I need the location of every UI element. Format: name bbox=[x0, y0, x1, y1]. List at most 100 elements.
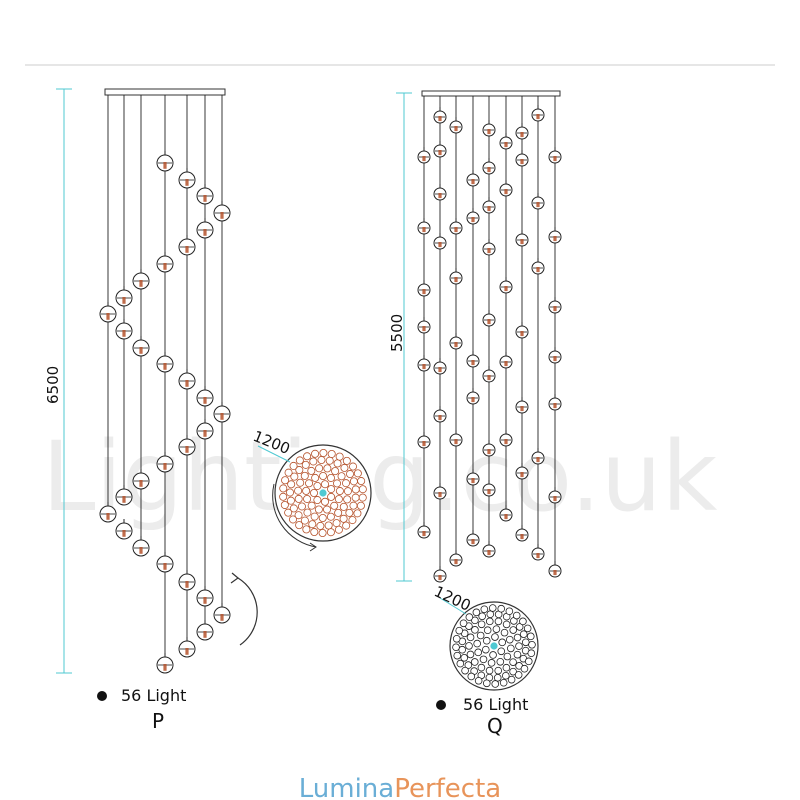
pendant-globe bbox=[515, 230, 529, 247]
pendant-globe bbox=[449, 550, 463, 567]
pendant-globe bbox=[178, 435, 196, 456]
pendant-globe bbox=[531, 258, 545, 275]
height-label-q: 5500 bbox=[388, 314, 406, 352]
pendant-globe bbox=[196, 586, 214, 607]
pendant-globe bbox=[548, 394, 562, 411]
pendant-globe bbox=[482, 440, 496, 457]
pendant-globe bbox=[433, 566, 447, 583]
pendant-globe bbox=[417, 522, 431, 539]
pendant-globe bbox=[548, 297, 562, 314]
bullet-icon-q bbox=[436, 700, 446, 710]
pendant-globe bbox=[449, 430, 463, 447]
pendant-globe bbox=[196, 218, 214, 239]
pendant-globe bbox=[499, 505, 513, 522]
product-q: 5500 1200 56 Light Q bbox=[388, 90, 562, 738]
code-label-q: Q bbox=[487, 714, 503, 738]
code-label-p: P bbox=[152, 709, 164, 733]
pendant-globe bbox=[531, 105, 545, 122]
pendant-globe bbox=[548, 561, 562, 578]
pendant-globe bbox=[482, 310, 496, 327]
height-label-p: 6500 bbox=[44, 366, 62, 404]
pendant-globe bbox=[466, 388, 480, 405]
pendant-globe bbox=[466, 530, 480, 547]
top-view-p bbox=[257, 444, 372, 552]
pendant-globe bbox=[115, 485, 133, 506]
pendant-globe bbox=[178, 168, 196, 189]
height-dimension-q bbox=[396, 92, 412, 582]
pendant-globe bbox=[515, 123, 529, 140]
pendant-globe bbox=[417, 147, 431, 164]
pendant-globe bbox=[482, 158, 496, 175]
pendant-globe bbox=[433, 358, 447, 375]
brand-part-1: Lumina bbox=[299, 774, 394, 800]
pendant-globe bbox=[531, 193, 545, 210]
brand-logo: LuminaPerfecta bbox=[299, 774, 501, 800]
pendant-globe bbox=[196, 419, 214, 440]
pendant-globe bbox=[417, 280, 431, 297]
pendant-globe bbox=[156, 252, 174, 273]
pendant-globe bbox=[433, 406, 447, 423]
pendant-globe bbox=[156, 552, 174, 573]
bullet-icon-p bbox=[97, 691, 107, 701]
watermark: Lighting.co.uk bbox=[42, 421, 718, 533]
pendant-globe bbox=[548, 227, 562, 244]
pendant-globe bbox=[515, 322, 529, 339]
pendant-globe bbox=[482, 197, 496, 214]
pendant-globe bbox=[433, 141, 447, 158]
light-count-q: 56 Light bbox=[463, 695, 528, 714]
pendant-globe bbox=[499, 352, 513, 369]
pendant-globe bbox=[449, 218, 463, 235]
pendant-globe bbox=[115, 286, 133, 307]
pendant-globe bbox=[482, 120, 496, 137]
pendant-globe bbox=[115, 319, 133, 340]
pendant-globe bbox=[482, 366, 496, 383]
pendant-globe bbox=[449, 268, 463, 285]
pendant-globe bbox=[466, 208, 480, 225]
pendant-globe bbox=[132, 269, 150, 290]
pendant-globe bbox=[548, 147, 562, 164]
pendant-globe bbox=[178, 369, 196, 390]
pendant-globe bbox=[156, 151, 174, 172]
pendant-globe bbox=[482, 541, 496, 558]
pendant-globe bbox=[132, 469, 150, 490]
pendant-globe bbox=[466, 351, 480, 368]
pendant-globe bbox=[156, 653, 174, 674]
pendant-globe bbox=[213, 402, 231, 423]
pendant-globe bbox=[115, 519, 133, 540]
pendant-globe bbox=[99, 302, 117, 323]
light-count-p: 56 Light bbox=[121, 686, 186, 705]
pendant-globe bbox=[417, 218, 431, 235]
pendant-globe bbox=[531, 544, 545, 561]
rotation-arrow-icon bbox=[230, 572, 258, 646]
pendant-globe bbox=[466, 469, 480, 486]
pendant-globe bbox=[499, 277, 513, 294]
pendant-globe bbox=[548, 347, 562, 364]
pendant-globe bbox=[482, 480, 496, 497]
pendant-globe bbox=[156, 352, 174, 373]
pendant-globe bbox=[531, 448, 545, 465]
canopy-q bbox=[421, 90, 561, 97]
diameter-label-q: 1200 bbox=[431, 582, 473, 614]
cords-p bbox=[107, 95, 223, 668]
pendant-globe bbox=[433, 233, 447, 250]
top-view-q bbox=[439, 597, 539, 691]
pendant-globe bbox=[482, 239, 496, 256]
brand-part-2: Perfecta bbox=[394, 774, 501, 800]
pendant-globe bbox=[132, 536, 150, 557]
height-dimension-p bbox=[56, 88, 72, 674]
pendant-globe bbox=[178, 570, 196, 591]
pendant-globe bbox=[499, 133, 513, 150]
globes-p bbox=[99, 151, 231, 674]
pendant-globe bbox=[213, 603, 231, 624]
globes-q bbox=[417, 105, 562, 583]
pendant-globe bbox=[99, 502, 117, 523]
pendant-globe bbox=[499, 430, 513, 447]
pendant-globe bbox=[449, 333, 463, 350]
pendant-globe bbox=[196, 620, 214, 641]
pendant-globe bbox=[196, 184, 214, 205]
pendant-globe bbox=[433, 107, 447, 124]
pendant-globe bbox=[515, 150, 529, 167]
pendant-globe bbox=[196, 386, 214, 407]
pendant-globe bbox=[515, 525, 529, 542]
